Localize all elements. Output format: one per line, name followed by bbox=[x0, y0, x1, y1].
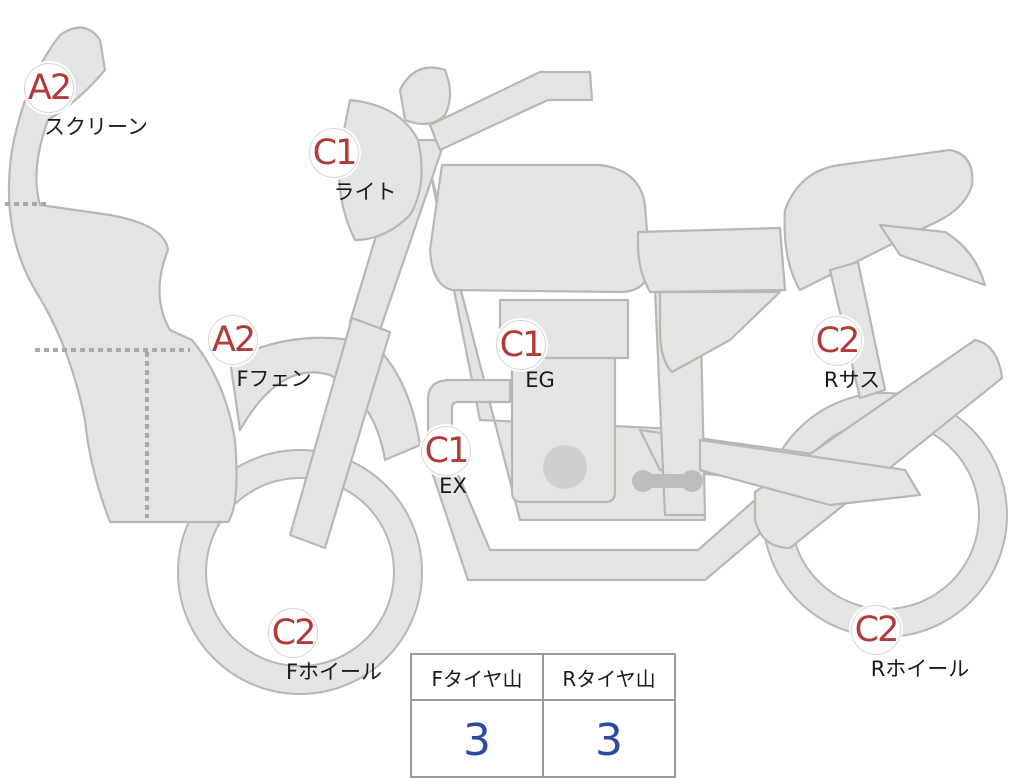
handlebar bbox=[428, 70, 594, 152]
fuel-tank bbox=[428, 163, 652, 294]
rear-tire-value: 3 bbox=[542, 699, 676, 778]
code-badge: C2 bbox=[851, 605, 901, 655]
part-label: EX bbox=[439, 474, 467, 498]
code-badge: C1 bbox=[309, 128, 359, 178]
part-label: Rサス bbox=[823, 368, 881, 392]
swingarm bbox=[698, 438, 922, 507]
code-badge: C2 bbox=[812, 316, 862, 366]
part-label: ライト bbox=[333, 180, 397, 204]
tire-tread-table: Fタイヤ山 Rタイヤ山 3 3 bbox=[410, 653, 676, 778]
part-label: Fホイール bbox=[285, 660, 383, 684]
table-header-row: Fタイヤ山 Rタイヤ山 bbox=[410, 653, 676, 701]
rear-fender bbox=[878, 223, 987, 287]
front-tire-value: 3 bbox=[410, 699, 544, 778]
front-tire-header: Fタイヤ山 bbox=[410, 653, 544, 701]
code-badge: C1 bbox=[421, 426, 471, 476]
code-badge: A2 bbox=[24, 63, 74, 113]
fairing bbox=[5, 26, 238, 524]
rear-tire-header: Rタイヤ山 bbox=[542, 653, 676, 701]
code-badge: C2 bbox=[268, 608, 318, 658]
code-badge: A2 bbox=[208, 315, 258, 365]
seat-rear bbox=[783, 148, 974, 292]
mirror bbox=[398, 66, 452, 126]
front-wheel bbox=[177, 449, 423, 695]
part-label: EG bbox=[525, 368, 555, 392]
table-row: 3 3 bbox=[410, 699, 676, 778]
part-label: スクリーン bbox=[44, 115, 148, 139]
code-badge: C1 bbox=[496, 320, 546, 370]
front-fork-lower bbox=[288, 316, 392, 550]
headlight bbox=[337, 98, 423, 242]
part-label: Rホイール bbox=[870, 657, 970, 681]
side-cover bbox=[658, 290, 782, 374]
part-label: Fフェン bbox=[236, 367, 312, 391]
seat-front bbox=[636, 226, 787, 294]
